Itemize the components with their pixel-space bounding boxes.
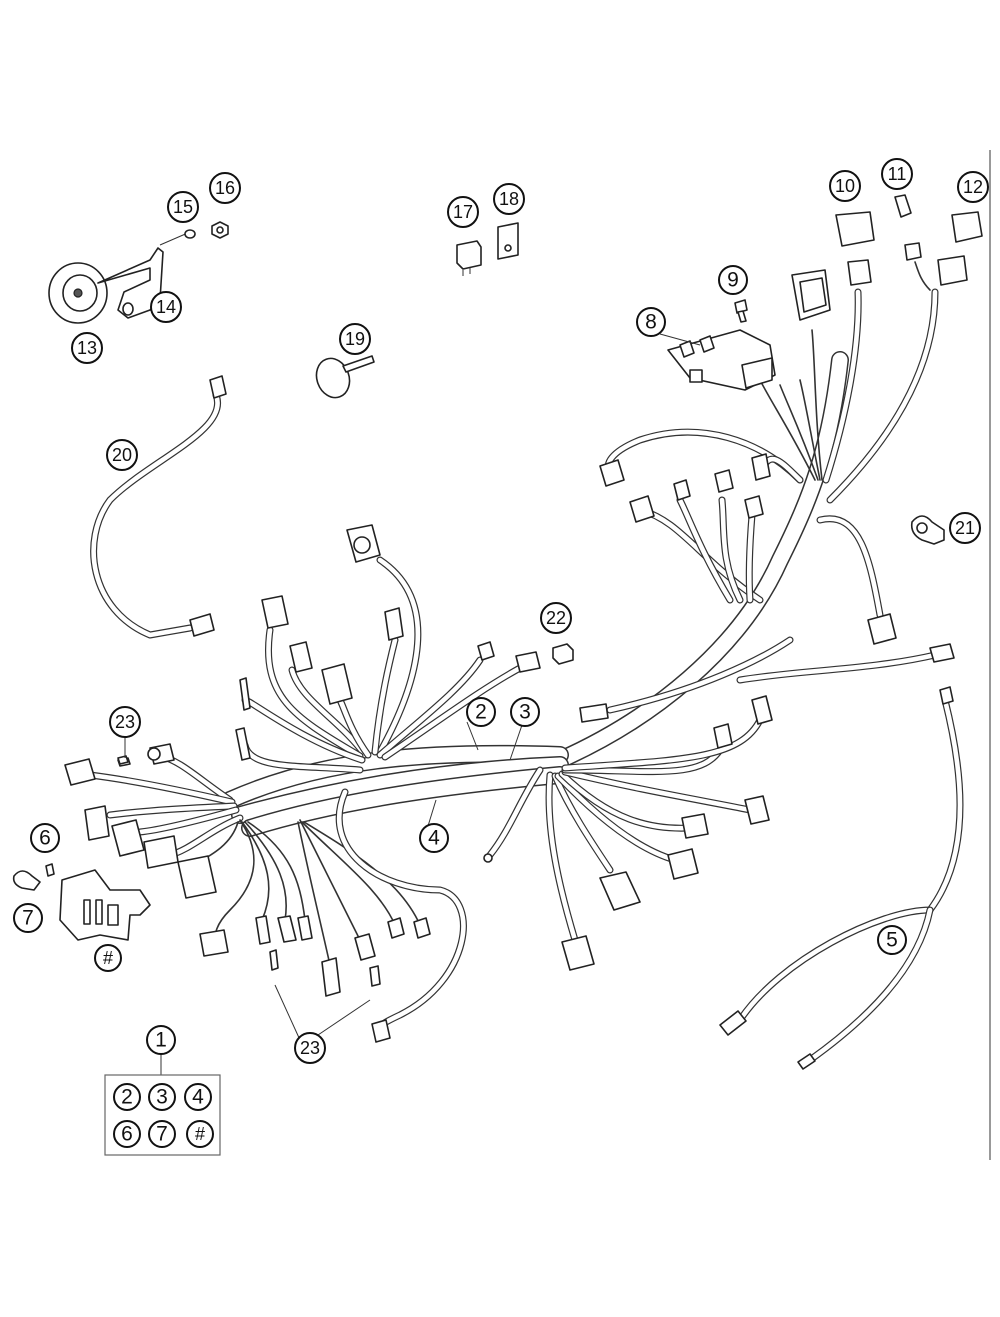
callout-9: 9 <box>718 265 748 295</box>
leader-lines <box>124 333 701 1075</box>
svg-text:23: 23 <box>115 712 135 732</box>
callout-23-bottom: 23 <box>294 1032 326 1064</box>
svg-text:7: 7 <box>156 1123 168 1146</box>
callout-hash: # <box>94 944 122 972</box>
svg-text:21: 21 <box>955 518 975 538</box>
svg-text:3: 3 <box>156 1086 168 1109</box>
svg-text:7: 7 <box>22 907 34 930</box>
wire-lead-20 <box>90 375 227 639</box>
main-wiring-harness <box>86 261 939 1034</box>
kit-callout-6: 6 <box>113 1120 141 1148</box>
callout-6: 6 <box>30 823 60 853</box>
callout-19: 19 <box>339 323 371 355</box>
callout-1: 1 <box>146 1025 176 1055</box>
kit-contents-box <box>104 1074 221 1156</box>
svg-text:4: 4 <box>428 827 440 850</box>
callout-14: 14 <box>150 291 182 323</box>
horn-assembly <box>48 221 229 324</box>
callout-23-left: 23 <box>109 706 141 738</box>
svg-text:10: 10 <box>835 176 855 196</box>
svg-text:19: 19 <box>345 329 365 349</box>
callout-2: 2 <box>466 697 496 727</box>
svg-text:2: 2 <box>121 1086 133 1109</box>
callout-17: 17 <box>447 196 479 228</box>
fuse-connector <box>552 643 574 665</box>
callout-22: 22 <box>540 602 572 634</box>
callout-11: 11 <box>881 158 913 190</box>
callout-4: 4 <box>419 823 449 853</box>
kit-callout-4: 4 <box>184 1083 212 1111</box>
svg-text:#: # <box>103 948 113 968</box>
kit-callout-hash: # <box>186 1120 214 1148</box>
callout-8: 8 <box>636 307 666 337</box>
callout-10: 10 <box>829 170 861 202</box>
svg-text:#: # <box>195 1124 205 1144</box>
kit-callout-3: 3 <box>148 1083 176 1111</box>
svg-text:3: 3 <box>519 701 531 724</box>
svg-text:4: 4 <box>192 1086 204 1109</box>
svg-text:8: 8 <box>645 311 657 334</box>
callout-15: 15 <box>167 191 199 223</box>
relay-and-bracket <box>456 222 519 276</box>
svg-text:14: 14 <box>156 297 176 317</box>
svg-text:1: 1 <box>155 1029 167 1052</box>
svg-text:12: 12 <box>963 177 983 197</box>
svg-text:2: 2 <box>475 701 487 724</box>
svg-text:6: 6 <box>39 827 51 850</box>
svg-text:23: 23 <box>300 1038 320 1058</box>
callout-21: 21 <box>949 512 981 544</box>
callout-7: 7 <box>13 903 43 933</box>
svg-text:13: 13 <box>77 338 97 358</box>
callout-16: 16 <box>209 172 241 204</box>
svg-text:6: 6 <box>121 1123 133 1146</box>
svg-text:16: 16 <box>215 178 235 198</box>
wire-lead-5 <box>719 686 964 1070</box>
svg-text:5: 5 <box>886 929 898 952</box>
callout-12: 12 <box>957 171 989 203</box>
callout-13: 13 <box>71 332 103 364</box>
svg-text:15: 15 <box>173 197 193 217</box>
svg-text:17: 17 <box>453 202 473 222</box>
svg-text:18: 18 <box>499 189 519 209</box>
callout-18: 18 <box>493 183 525 215</box>
svg-text:22: 22 <box>546 608 566 628</box>
svg-text:11: 11 <box>888 164 907 184</box>
callout-3: 3 <box>510 697 540 727</box>
kit-callout-7: 7 <box>148 1120 176 1148</box>
cable-tie <box>315 355 375 399</box>
callout-20: 20 <box>106 439 138 471</box>
cable-clamp <box>910 515 945 545</box>
svg-text:9: 9 <box>727 269 739 292</box>
callout-5: 5 <box>877 925 907 955</box>
harness-connectors <box>12 194 983 1043</box>
svg-text:20: 20 <box>112 445 132 465</box>
kit-callout-2: 2 <box>113 1083 141 1111</box>
